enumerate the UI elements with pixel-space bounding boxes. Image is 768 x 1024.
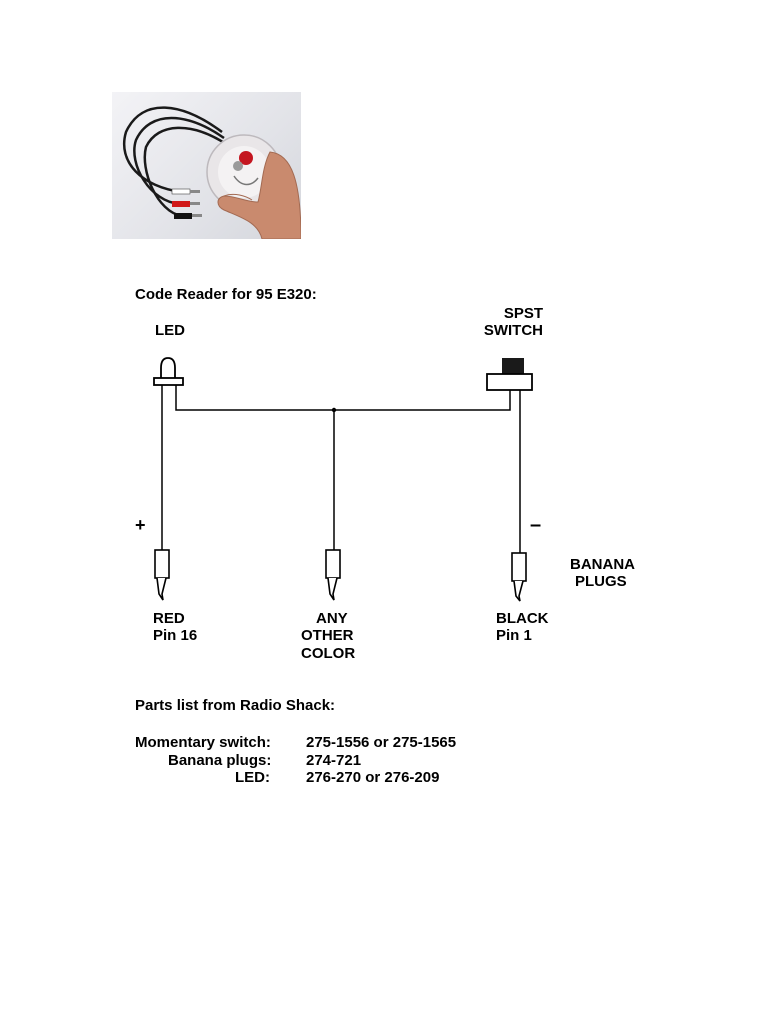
led-label: LED: [155, 322, 185, 339]
photo-illustration: [123, 106, 301, 239]
minus-sign: –: [530, 514, 542, 536]
parts-item-value: 275-1556 or 275-1565: [306, 734, 457, 751]
banana-plug-red: [154, 549, 170, 601]
parts-item-value: 274-721: [306, 752, 362, 769]
other-wire-label-line2: OTHER: [301, 627, 354, 644]
black-wire-label: BLACK: [496, 610, 549, 627]
black-wire-pin: Pin 1: [496, 627, 532, 644]
diagram-title: Code Reader for 95 E320:: [135, 286, 317, 303]
switch-label-line2: SWITCH: [483, 322, 543, 339]
parts-list-heading: Parts list from Radio Shack:: [135, 697, 336, 714]
red-wire-pin: Pin 16: [153, 627, 198, 644]
switch-label-line1: SPST: [503, 305, 543, 322]
parts-item-label: LED:: [235, 769, 270, 786]
parts-item-label: Banana plugs:: [168, 752, 272, 769]
other-wire-label-line3: COLOR: [301, 645, 356, 662]
code-reader-photo: [112, 92, 301, 239]
plus-sign: +: [135, 515, 146, 535]
spst-switch-symbol: [486, 358, 533, 391]
banana-plugs-label-line1: BANANA: [570, 556, 635, 573]
banana-plug-black: [511, 552, 527, 602]
other-wire-label-line1: ANY: [316, 610, 348, 627]
junction-dot: [331, 407, 337, 413]
banana-plug-other: [325, 549, 341, 601]
parts-item-label: Momentary switch:: [135, 734, 271, 751]
banana-plugs-label-line2: PLUGS: [575, 573, 627, 590]
led-symbol: [153, 357, 184, 386]
red-wire-label: RED: [153, 610, 185, 627]
parts-item-value: 276-270 or 276-209: [306, 769, 440, 786]
wires: [161, 385, 521, 553]
